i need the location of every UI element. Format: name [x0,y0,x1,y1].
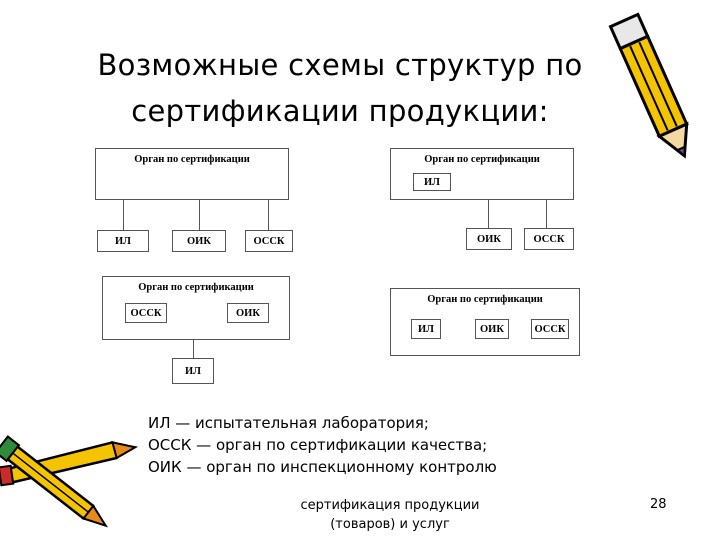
scheme2-box-ossk: ОССК [524,228,574,250]
scheme1-certification-body: Орган по сертификации [95,148,289,200]
scheme1-box-ossk: ОССК [245,230,293,252]
footer-line2: (товаров) и услуг [290,515,490,534]
scheme2-box-oik: ОИК [466,228,512,250]
scheme3-certification-body: Орган по сертификации ОССК ОИК [102,276,290,340]
slide-title-line1: Возможные схемы структур по [60,42,620,88]
scheme4-header: Орган по сертификации [391,294,579,305]
legend-item: ОССК — орган по сертификации качества; [148,434,497,456]
scheme4-inner-il: ИЛ [411,319,441,339]
page-number: 28 [650,497,667,512]
slide-title: Возможные схемы структур по сертификации… [60,42,620,134]
scheme1-connector [199,200,200,230]
slide-footer: сертификация продукции (товаров) и услуг [290,496,490,534]
pencil-icon [598,0,710,170]
scheme3-connector [193,340,194,358]
scheme1-connector [268,200,269,230]
scheme3-inner-oik: ОИК [227,303,269,323]
legend-item: ИЛ — испытательная лаборатория; [148,412,497,434]
scheme4-certification-body: Орган по сертификации ИЛ ОИК ОССК [390,288,580,356]
scheme1-connector [123,200,124,230]
scheme2-certification-body: Орган по сертификации ИЛ [390,148,574,200]
footer-line1: сертификация продукции [290,496,490,515]
scheme2-inner-il: ИЛ [413,173,451,191]
scheme1-box-oik: ОИК [172,230,226,252]
scheme4-inner-ossk: ОССК [531,319,569,339]
slide-title-line2: сертификации продукции: [60,88,620,134]
scheme3-box-il: ИЛ [172,358,214,384]
scheme3-inner-ossk: ОССК [125,303,167,323]
scheme2-connector [546,200,547,228]
crossed-pencils-icon [0,430,150,540]
scheme4-inner-oik: ОИК [475,319,509,339]
scheme2-connector [488,200,489,228]
scheme1-box-il: ИЛ [97,230,149,252]
abbreviation-legend: ИЛ — испытательная лаборатория; ОССК — о… [148,412,497,478]
scheme3-header: Орган по сертификации [103,282,289,293]
scheme1-header: Орган по сертификации [96,154,288,165]
scheme2-header: Орган по сертификации [391,154,573,165]
legend-item: ОИК — орган по инспекционному контролю [148,456,497,478]
